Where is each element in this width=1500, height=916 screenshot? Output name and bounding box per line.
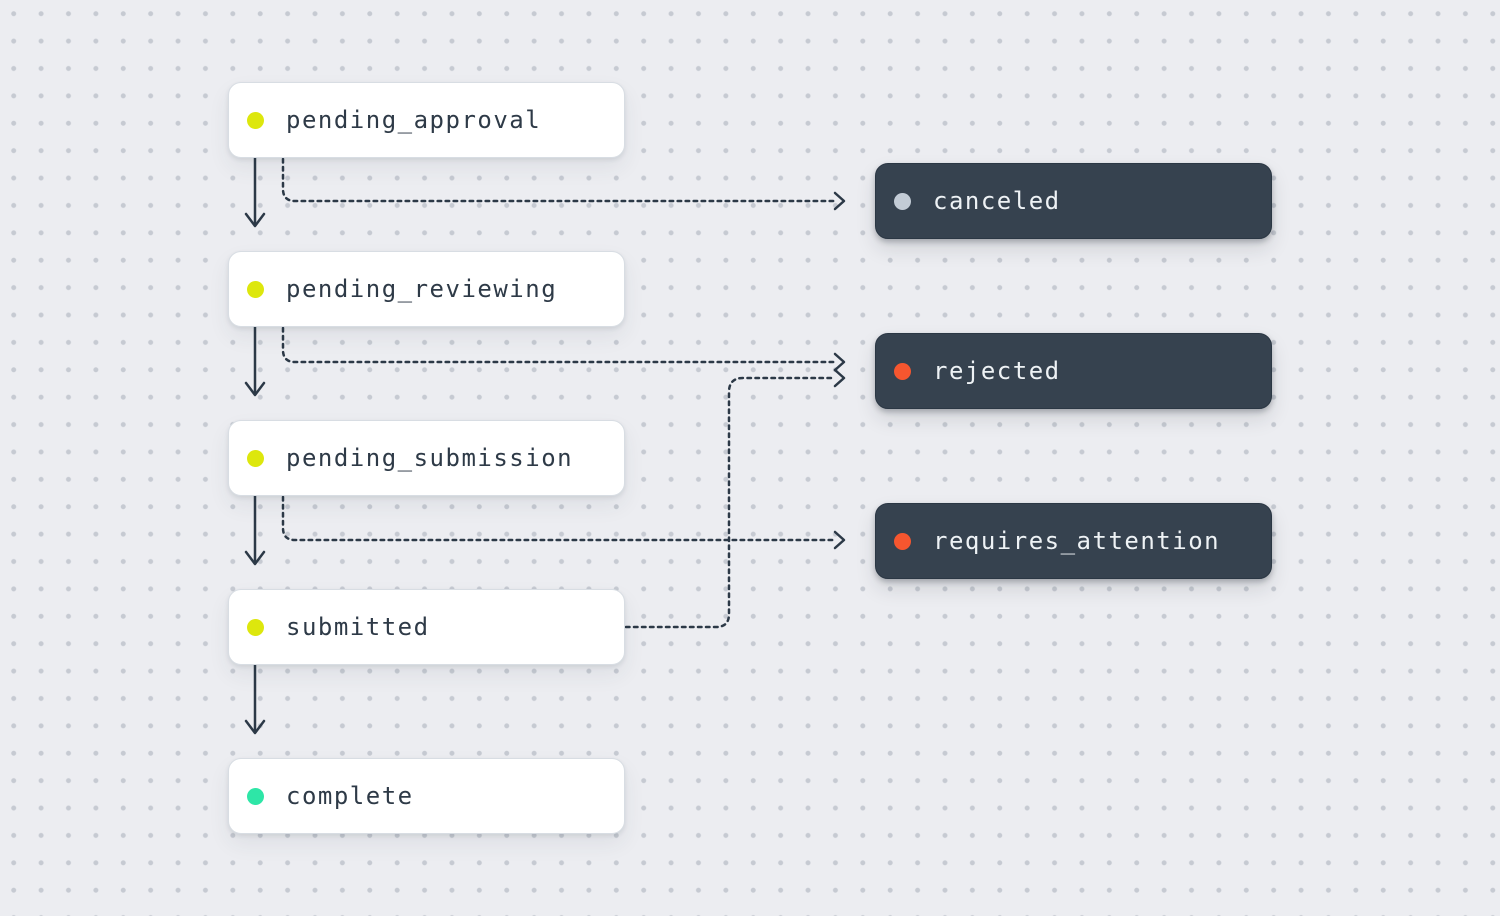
status-dot-icon: [247, 111, 264, 129]
arrow-submitted-to-complete: [244, 663, 266, 735]
arrow-submitted-to-rejected: [624, 368, 846, 629]
state-node-requires-attention[interactable]: requires_attention: [875, 503, 1272, 579]
state-label: pending_reviewing: [286, 275, 558, 303]
state-node-pending-reviewing[interactable]: pending_reviewing: [228, 251, 625, 327]
arrow-pending-approval-to-pending-reviewing: [244, 156, 266, 228]
status-dot-icon: [247, 280, 264, 298]
state-label: canceled: [933, 187, 1061, 215]
arrow-pending-submission-to-submitted: [244, 494, 266, 566]
state-node-canceled[interactable]: canceled: [875, 163, 1272, 239]
status-dot-icon: [894, 192, 911, 210]
state-label: submitted: [286, 613, 430, 641]
arrow-pending-reviewing-to-pending-submission: [244, 325, 266, 397]
state-node-submitted[interactable]: submitted: [228, 589, 625, 665]
state-label: requires_attention: [933, 527, 1221, 555]
state-label: pending_approval: [286, 106, 542, 134]
state-node-rejected[interactable]: rejected: [875, 333, 1272, 409]
state-node-pending-submission[interactable]: pending_submission: [228, 420, 625, 496]
status-dot-icon: [247, 787, 264, 805]
status-dot-icon: [247, 449, 264, 467]
arrow-pending-reviewing-to-rejected: [281, 326, 846, 372]
status-dot-icon: [894, 362, 911, 380]
state-label: pending_submission: [286, 444, 574, 472]
status-dot-icon: [894, 532, 911, 550]
state-node-pending-approval[interactable]: pending_approval: [228, 82, 625, 158]
arrow-pending-submission-to-requires-attention: [281, 495, 846, 550]
status-dot-icon: [247, 618, 264, 636]
state-label: rejected: [933, 357, 1061, 385]
state-node-complete[interactable]: complete: [228, 758, 625, 834]
state-label: complete: [286, 782, 414, 810]
arrow-pending-approval-to-canceled: [281, 157, 846, 211]
